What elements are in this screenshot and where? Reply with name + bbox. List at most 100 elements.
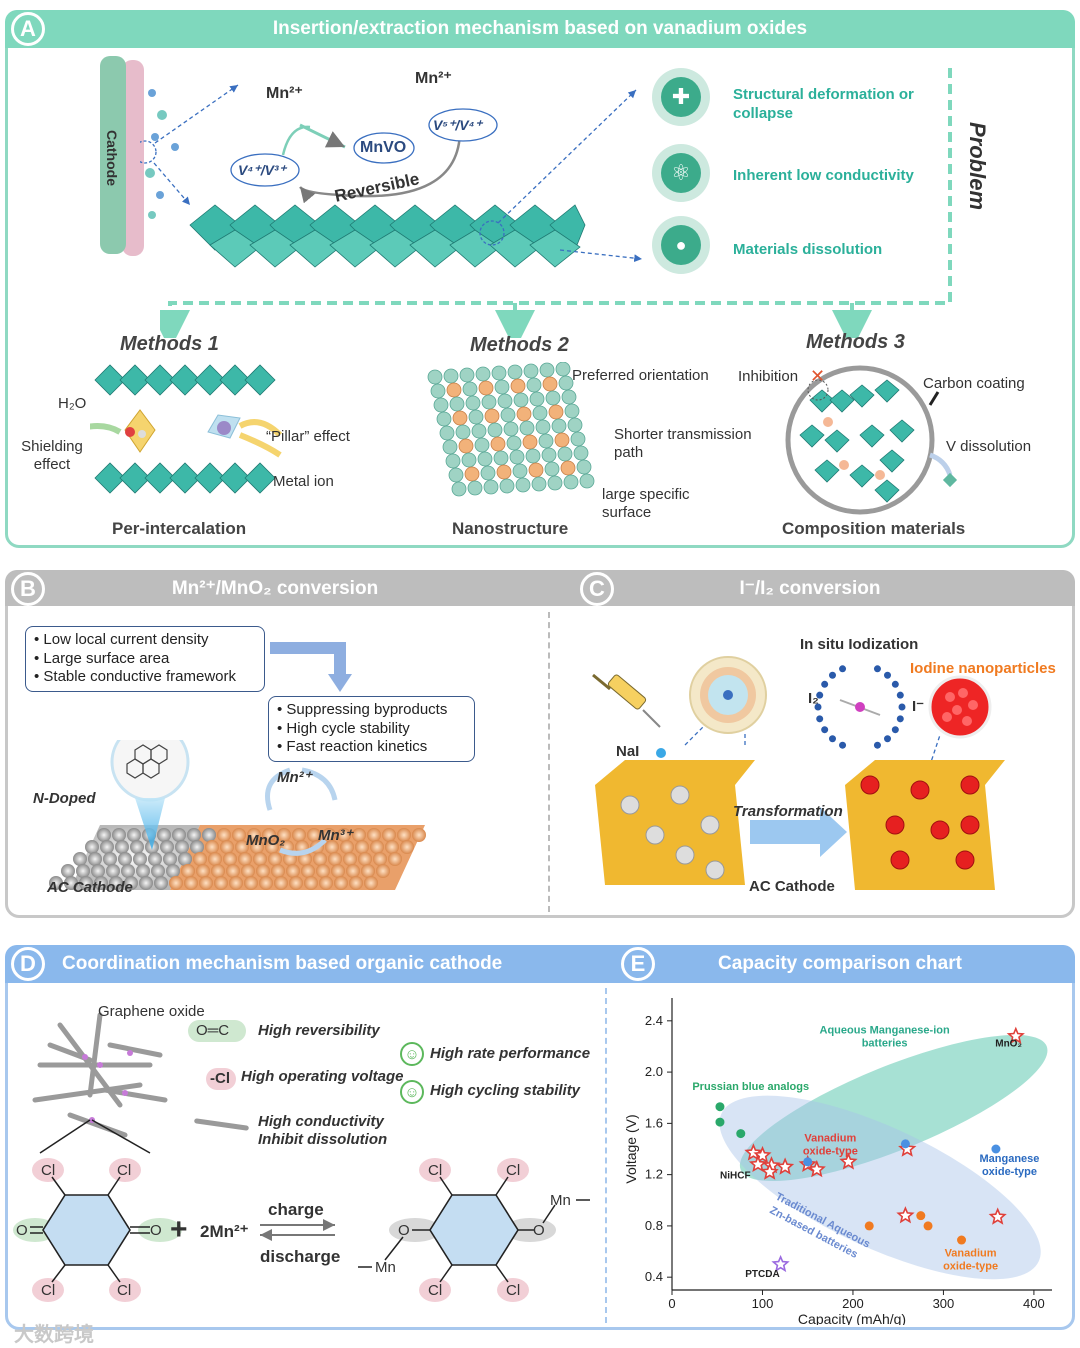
hov-label: High operating voltage xyxy=(241,1068,404,1085)
graphene-sticks xyxy=(32,1012,168,1154)
problem-1: Structural deformation or collapse xyxy=(733,86,914,122)
methods-3-title: Methods 3 xyxy=(806,331,905,353)
panel-d-title: Coordination mechanism based organic cat… xyxy=(62,953,503,974)
panel-d-header: Coordination mechanism based organic cat… xyxy=(5,945,605,983)
cl-label: -Cl xyxy=(210,1070,230,1087)
b-surface xyxy=(49,740,426,890)
charge-label: charge xyxy=(268,1200,324,1219)
metal-ion-label: Metal ion xyxy=(273,473,334,490)
smile-icon-2: ☺ xyxy=(400,1080,424,1104)
x-tick-label: 200 xyxy=(842,1296,864,1311)
svg-text:✕: ✕ xyxy=(810,366,825,386)
chart-annotation: batteries xyxy=(862,1038,908,1050)
co-badge xyxy=(188,1020,246,1042)
atom-o-3: O xyxy=(398,1222,410,1239)
panel-a-title: Insertion/extraction mechanism based on … xyxy=(272,18,808,39)
outcome-1: Suppressing byproducts xyxy=(277,701,466,720)
y-tick-label: 2.0 xyxy=(645,1064,663,1079)
inhibition-label: Inhibition xyxy=(738,368,799,385)
point-circle xyxy=(864,1221,874,1231)
watermark: 大数跨境 xyxy=(14,1324,94,1346)
i2-label: I₂ xyxy=(808,690,819,707)
atom-cl-8: Cl xyxy=(506,1282,520,1299)
x-axis-label: Capacity (mAh/g) xyxy=(798,1311,906,1325)
point-circle xyxy=(715,1117,725,1127)
chart-annotation: MnO₂ xyxy=(995,1038,1022,1049)
benefit-2: Large surface area xyxy=(34,650,256,669)
point-star xyxy=(760,1162,779,1180)
ndoped-label: N-Doped xyxy=(33,790,96,807)
hcs-label: High cycling stability xyxy=(430,1082,581,1099)
point-circle xyxy=(736,1129,746,1139)
b-mn2-label: Mn²⁺ xyxy=(277,769,312,786)
id-label: Inhibit dissolution xyxy=(258,1131,388,1148)
b-mn3-label: Mn³⁺ xyxy=(318,827,353,844)
point-star xyxy=(748,1154,768,1173)
point-circle xyxy=(957,1235,967,1245)
vanadium-lattice xyxy=(189,204,586,268)
large-label: large specific surface xyxy=(602,486,690,521)
puzzle-icon: ✚ xyxy=(652,68,710,126)
methods-2-caption: Nanostructure xyxy=(452,519,569,538)
nanoparticles-label: Iodine nanoparticles xyxy=(910,660,1056,677)
panel-b-title: Mn²⁺/MnO₂ conversion xyxy=(171,577,379,599)
y-axis-label: Voltage (V) xyxy=(623,1114,639,1183)
y-tick-label: 2.4 xyxy=(645,1013,663,1028)
point-circle xyxy=(991,1144,1001,1154)
iminus-label: I⁻ xyxy=(912,698,925,715)
point-circle xyxy=(923,1221,933,1231)
atom-icon: ⚛ xyxy=(652,144,710,202)
y-tick-label: 1.2 xyxy=(645,1167,663,1182)
methods-2-title: Methods 2 xyxy=(470,334,569,356)
x-tick-label: 400 xyxy=(1023,1296,1045,1311)
mn2-reactant: 2Mn²⁺ xyxy=(200,1222,249,1241)
h2o-label: H₂O xyxy=(58,395,87,412)
problem-label: Problem xyxy=(965,122,990,211)
x-tick-label: 100 xyxy=(752,1296,774,1311)
hc-label: High conductivity xyxy=(258,1113,384,1130)
x-tick-label: 0 xyxy=(668,1296,675,1311)
cl-badge xyxy=(206,1068,236,1090)
point-circle xyxy=(715,1102,725,1112)
atom-mn-1: Mn xyxy=(550,1192,571,1209)
point-star xyxy=(1006,1026,1025,1044)
chart-annotation: Prussian blue analogs xyxy=(692,1081,809,1093)
chart-annotation: Aqueous Manganese-ion xyxy=(820,1025,950,1037)
method-1-diagram xyxy=(90,364,283,494)
methods-1-title: Methods 1 xyxy=(120,333,219,355)
reaction-diagram: Cl Cl Cl Cl O O + 2Mn²⁺ charge discharge… xyxy=(13,1158,590,1302)
methods-connector xyxy=(160,68,952,338)
outcome-3: Fast reaction kinetics xyxy=(277,738,466,757)
atom-mn-2: Mn xyxy=(375,1259,396,1276)
chart-annotation: Vanadium xyxy=(804,1132,856,1144)
v43-label: V⁴⁺/V³⁺ xyxy=(238,162,286,178)
atom-o-2: O xyxy=(150,1222,162,1239)
b-ac-cathode-label: AC Cathode xyxy=(47,879,133,896)
plus-sign: + xyxy=(170,1213,188,1246)
point-star xyxy=(839,1152,858,1170)
dissolution-icon: ● xyxy=(652,216,710,274)
panel-b-header: Mn²⁺/MnO₂ conversion xyxy=(5,570,545,606)
panel-d-badge: D xyxy=(11,947,45,981)
point-circle xyxy=(900,1139,910,1149)
panel-a-header: Insertion/extraction mechanism based on … xyxy=(5,10,1075,48)
carbon-coating-label: Carbon coating xyxy=(923,375,1025,392)
panel-a-top-diagram xyxy=(140,84,643,268)
v-dissolution-label: V dissolution xyxy=(946,438,1032,455)
panel-c-header: I⁻/I₂ conversion xyxy=(545,570,1075,606)
hrp-label: High rate performance xyxy=(430,1045,591,1062)
benefit-3: Stable conductive framework xyxy=(34,668,256,687)
panel-e-title: Capacity comparison chart xyxy=(718,953,962,974)
transformation-label: Transformation xyxy=(733,803,843,820)
methods-3-caption: Composition materials xyxy=(782,519,966,538)
y-tick-label: 0.4 xyxy=(645,1269,663,1284)
v54-label: V⁵⁺/V⁴⁺ xyxy=(433,117,482,133)
pillar-label: “Pillar” effect xyxy=(266,428,350,445)
outcome-2: High cycle stability xyxy=(277,720,466,739)
chart-annotation: Manganese xyxy=(980,1153,1040,1165)
point-star xyxy=(988,1207,1007,1225)
point-star xyxy=(771,1254,790,1273)
atom-cl-5: Cl xyxy=(428,1162,442,1179)
methods-1-caption: Per-intercalation xyxy=(112,519,247,538)
